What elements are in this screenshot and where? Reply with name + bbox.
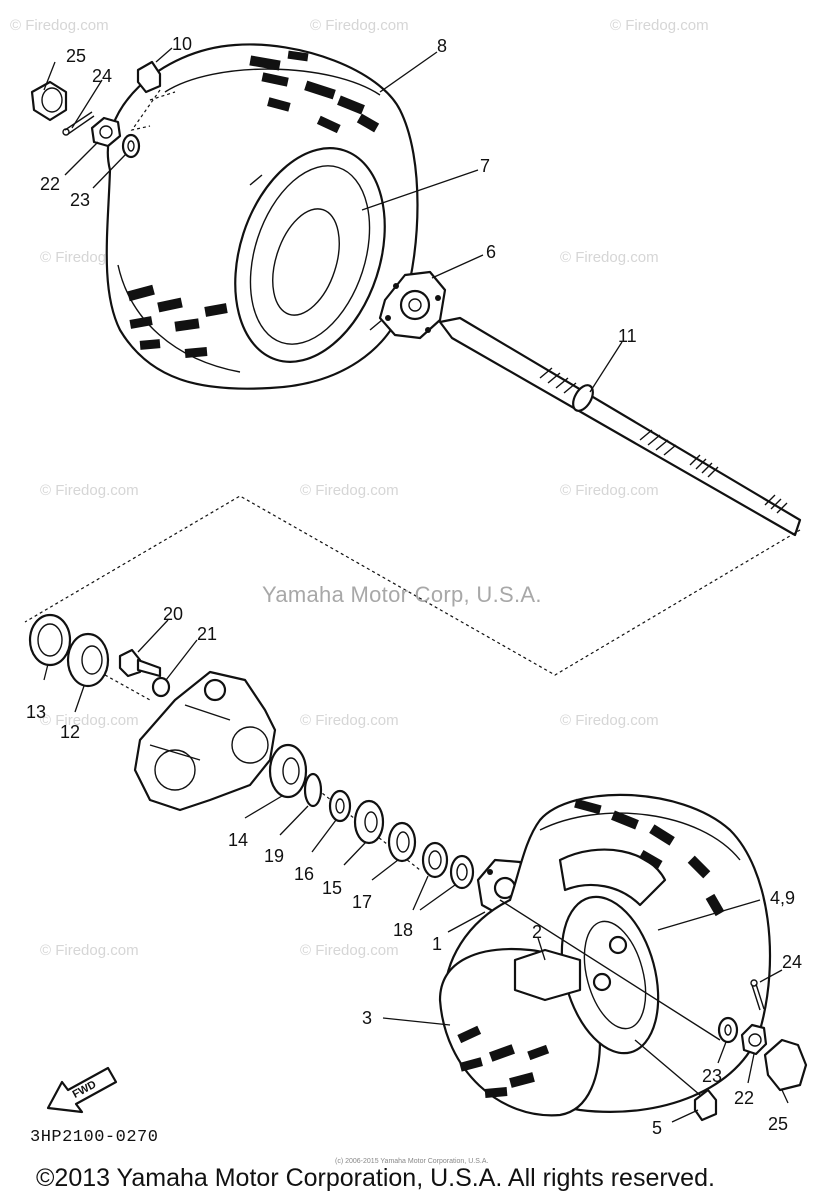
cotter-pin-24 xyxy=(62,111,95,136)
circlip-19 xyxy=(303,772,323,808)
nut-22 xyxy=(90,116,122,148)
callout-7: 7 xyxy=(480,156,490,176)
watermark: © Firedog.com xyxy=(40,482,139,499)
oil-seal-17 xyxy=(387,821,417,863)
callout-4-9: 4,9 xyxy=(770,888,795,908)
callout-5: 5 xyxy=(652,1118,662,1138)
spacer-16 xyxy=(328,789,352,823)
callout-23: 23 xyxy=(702,1066,722,1086)
callout-10: 10 xyxy=(172,34,192,54)
nut-cap-25 xyxy=(763,1038,808,1092)
cotter-pin-24 xyxy=(750,979,765,1011)
callout-8: 8 xyxy=(437,36,447,56)
callout-20: 20 xyxy=(163,604,183,624)
callout-24: 24 xyxy=(782,952,802,972)
watermark: © Firedog.com xyxy=(300,712,399,729)
callout-24: 24 xyxy=(92,66,112,86)
watermark: © Firedog.com xyxy=(40,712,139,729)
watermark: © Firedog.com xyxy=(560,482,659,499)
nut-cap-25 xyxy=(30,80,68,122)
leader-lines xyxy=(43,47,789,1123)
upper-rim xyxy=(234,147,386,363)
rear-axle-11 xyxy=(438,316,802,537)
callout-13: 13 xyxy=(26,702,46,722)
watermark: © Firedog.com xyxy=(300,942,399,959)
collar-5 xyxy=(693,1088,718,1122)
callout-22: 22 xyxy=(40,174,60,194)
collar-10 xyxy=(136,60,162,94)
nut-22 xyxy=(740,1023,768,1056)
callout-19: 19 xyxy=(264,846,284,866)
callout-14: 14 xyxy=(228,830,248,850)
callout-1: 1 xyxy=(432,934,442,954)
watermark: © Firedog.com xyxy=(560,712,659,729)
callout-22: 22 xyxy=(734,1088,754,1108)
fwd-arrow-icon: FWD xyxy=(46,1066,118,1114)
watermark: © Firedog.com xyxy=(310,17,409,34)
callout-3: 3 xyxy=(362,1008,372,1028)
callout-15: 15 xyxy=(322,878,342,898)
callout-2: 2 xyxy=(532,922,542,942)
lower-tire xyxy=(438,793,772,1117)
bearing-15 xyxy=(353,799,385,845)
watermark: © Firedog.com xyxy=(560,249,659,266)
bearing-14 xyxy=(268,743,308,799)
oil-seal-18 xyxy=(421,841,475,890)
callout-23: 23 xyxy=(70,190,90,210)
diagram-code: 3HP2100-0270 xyxy=(30,1128,159,1147)
callout-21: 21 xyxy=(197,624,217,644)
wheel-hub-6 xyxy=(378,270,447,340)
callout-16: 16 xyxy=(294,864,314,884)
washer-23 xyxy=(717,1016,739,1044)
callout-6: 6 xyxy=(486,242,496,262)
washer-23 xyxy=(121,133,141,159)
callout-18: 18 xyxy=(393,920,413,940)
callout-11: 11 xyxy=(618,326,637,346)
watermark: © Firedog.com xyxy=(40,942,139,959)
callout-17: 17 xyxy=(352,892,372,912)
oil-seal-13 xyxy=(28,613,72,667)
callout-25: 25 xyxy=(66,46,86,66)
watermark: © Firedog.com xyxy=(610,17,709,34)
callout-labels: 25 10 24 22 23 8 7 6 11 20 21 13 12 14 1… xyxy=(26,34,802,1138)
callout-12: 12 xyxy=(60,722,80,742)
center-watermark: Yamaha Motor Corp, U.S.A. xyxy=(262,582,542,607)
callout-25: 25 xyxy=(768,1114,788,1134)
copyright-footer: ©2013 Yamaha Motor Corporation, U.S.A. A… xyxy=(36,1164,715,1192)
washer-21 xyxy=(151,676,171,698)
bearing-12 xyxy=(66,632,110,688)
knuckle-housing xyxy=(133,670,277,812)
tiny-copyright: (c) 2006-2015 Yamaha Motor Corporation, … xyxy=(335,1158,489,1165)
watermark: © Firedog.com xyxy=(10,17,109,34)
bolt-20 xyxy=(118,648,162,678)
watermark: © Firedog.com xyxy=(300,482,399,499)
